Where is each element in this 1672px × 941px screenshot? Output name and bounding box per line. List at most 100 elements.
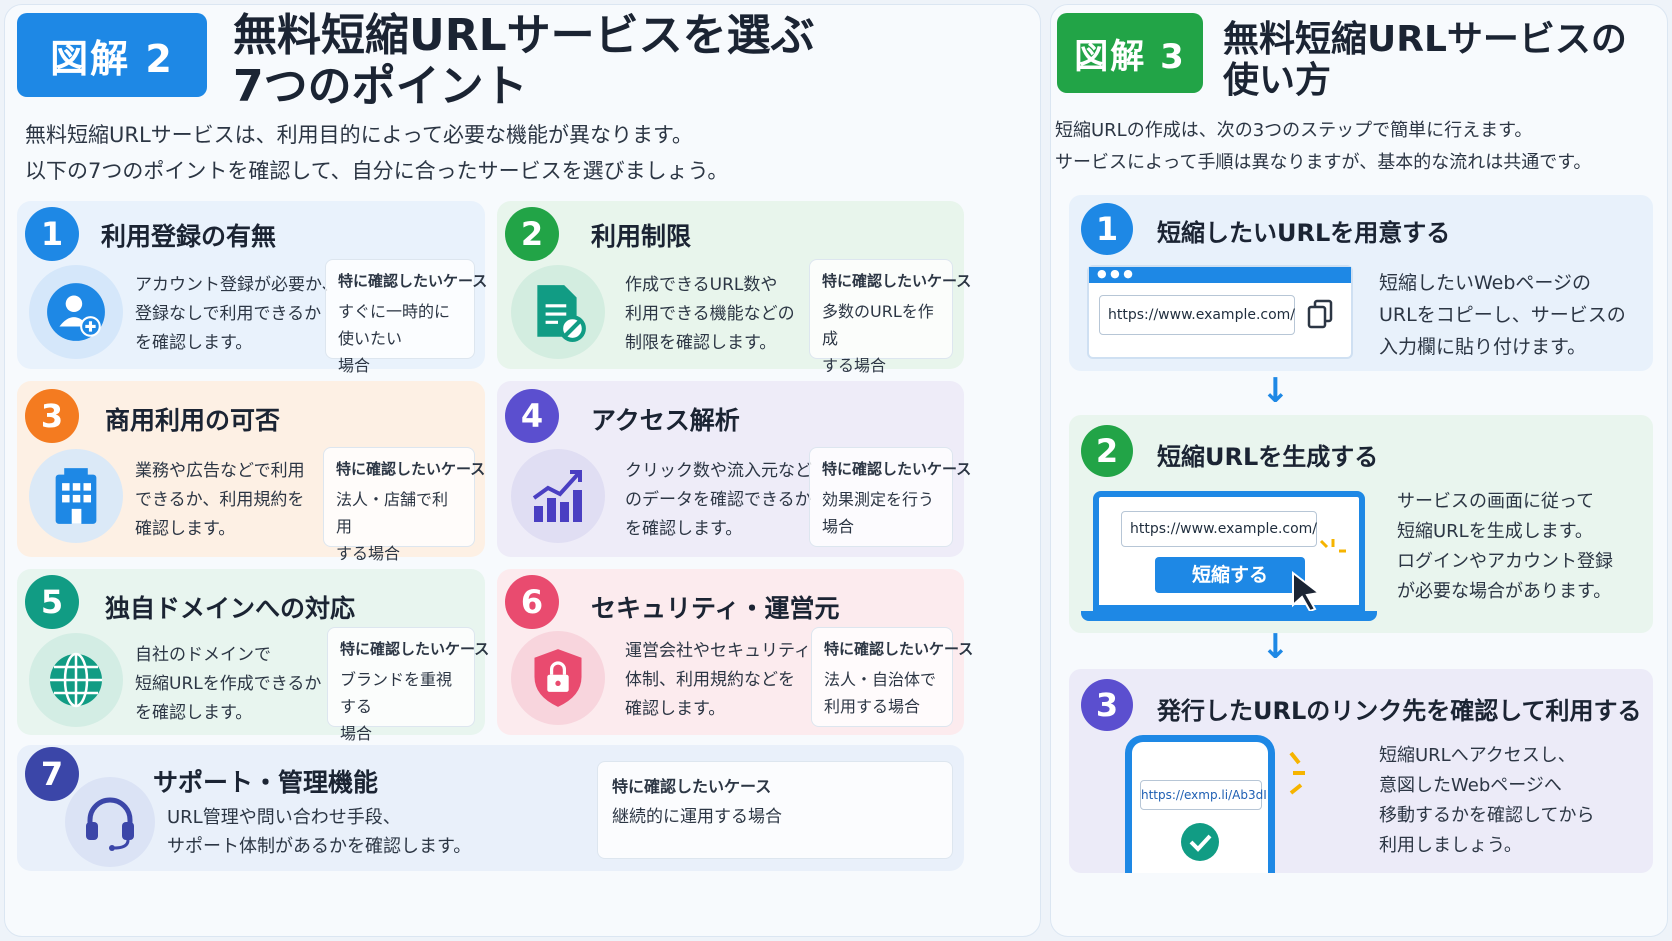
number-badge: 1	[1081, 203, 1133, 255]
card-description: アカウント登録が必要か、 登録なしで利用できるか を確認します。	[135, 275, 339, 353]
case-text: 多数のURLを作成 する場合	[822, 302, 934, 375]
card-title: 商用利用の可否	[105, 406, 281, 435]
cursor-icon	[1289, 570, 1325, 615]
smartphone: https://exmp.li/Ab3dI	[1125, 735, 1275, 873]
number-badge: 5	[25, 575, 79, 629]
case-box: 特に確認したいケース すぐに一時的に使いたい 場合	[325, 259, 488, 375]
title-line-2: 使い方	[1223, 60, 1332, 102]
case-box: 特に確認したいケース ブランドを重視する 場合	[327, 627, 490, 743]
title-line-2: 7つのポイント	[233, 60, 528, 112]
card-description: 作成できるURL数や 利用できる機能などの 制限を確認します。	[625, 275, 795, 353]
figure-title: 無料短縮URLサービスを選ぶ 7つのポイント	[233, 10, 815, 112]
analytics-chart-icon	[511, 449, 605, 543]
card-description: クリック数や流入元など のデータを確認できるか を確認します。	[625, 461, 812, 539]
card-title: アクセス解析	[591, 406, 740, 435]
url-input[interactable]: https://www.example.com/	[1121, 511, 1317, 547]
point-card-7: 7 サポート・管理機能 URL管理や問い合わせ手段、 サポート体制があるかを確認…	[17, 745, 964, 871]
step-description: サービスの画面に従って 短縮URLを生成します。 ログインやアカウント登録 が必…	[1397, 491, 1613, 602]
case-text: すぐに一時的に使いたい 場合	[338, 302, 451, 375]
card-description: 運営会社やセキュリティ 体制、利用規約などを 確認します。	[625, 641, 811, 719]
figure-badge: 図解 2	[17, 13, 207, 97]
user-add-icon	[29, 265, 123, 359]
step-1: 1 短縮したいURLを用意する ● ● ● https://www.exampl…	[1069, 195, 1653, 371]
globe-icon	[29, 633, 123, 727]
intro-line-1: 短縮URLの作成は、次の3つのステップで簡単に行えます。	[1055, 120, 1533, 141]
laptop-screen: https://www.example.com/ 短縮する	[1093, 491, 1365, 613]
title-line-1: 無料短縮URLサービスの	[1223, 19, 1627, 60]
points-panel: 図解 2 無料短縮URLサービスを選ぶ 7つのポイント 無料短縮URLサービスは…	[4, 4, 1041, 937]
card-description: URL管理や問い合わせ手段、 サポート体制があるかを確認します。	[167, 807, 472, 857]
intro-line-2: サービスによって手順は異なりますが、基本的な流れは共通です。	[1055, 152, 1592, 173]
case-text: 継続的に運用する場合	[612, 807, 782, 827]
arrow-down-icon: ↓	[1261, 371, 1290, 411]
point-card-4: 4 アクセス解析 クリック数や流入元など のデータを確認できるか を確認します。…	[497, 381, 972, 557]
document-blocked-icon	[511, 265, 605, 359]
case-label: 特に確認したいケース	[822, 272, 972, 290]
step-3: 3 発行したURLのリンク先を確認して利用する https://exmp.li/…	[1069, 669, 1653, 873]
number-badge: 1	[25, 207, 79, 261]
step-description: 短縮URLへアクセスし、 意図したWebページへ 移動するかを確認してから 利用…	[1379, 745, 1595, 856]
case-label: 特に確認したいケース	[822, 460, 972, 478]
case-box: 特に確認したいケース 法人・自治体で 利用する場合	[811, 627, 974, 727]
point-card-6: 6 セキュリティ・運営元 運営会社やセキュリティ 体制、利用規約などを 確認しま…	[497, 569, 974, 735]
case-label: 特に確認したいケース	[612, 777, 772, 796]
step-description: 短縮したいWebページの URLをコピーし、サービスの 入力欄に貼り付けます。	[1379, 272, 1626, 358]
case-box: 特に確認したいケース 継続的に運用する場合	[597, 761, 953, 859]
number-badge: 4	[505, 389, 559, 443]
arrow-down-icon: ↓	[1261, 627, 1290, 667]
point-card-1: 1 利用登録の有無 アカウント登録が必要か、 登録なしで利用できるか を確認しま…	[17, 201, 488, 375]
click-sparkle-icon	[1317, 537, 1347, 571]
case-label: 特に確認したいケース	[824, 640, 974, 658]
laptop-base	[1081, 611, 1377, 621]
step-2: 2 短縮URLを生成する https://www.example.com/ 短縮…	[1069, 415, 1653, 633]
intro-text: 無料短縮URLサービスは、利用目的によって必要な機能が異なります。 以下の7つの…	[25, 117, 728, 189]
point-card-3: 3 商用利用の可否 業務や広告などで利用 できるか、利用規約を 確認します。 特…	[17, 381, 486, 563]
case-label: 特に確認したいケース	[336, 460, 486, 478]
usage-panel: 図解 3 無料短縮URLサービスの 使い方 短縮URLの作成は、次の3つのステッ…	[1050, 4, 1668, 937]
number-badge: 6	[505, 575, 559, 629]
case-box: 特に確認したいケース 効果測定を行う 場合	[809, 447, 972, 547]
shorten-button[interactable]: 短縮する	[1155, 557, 1305, 593]
card-title: セキュリティ・運営元	[591, 594, 840, 623]
check-circle-icon	[1180, 822, 1220, 866]
notify-sparkle-icon	[1287, 749, 1321, 803]
short-url-field[interactable]: https://exmp.li/Ab3dI	[1140, 780, 1267, 810]
step-title: 短縮URLを生成する	[1157, 443, 1379, 471]
case-label: 特に確認したいケース	[340, 640, 490, 658]
case-text: 効果測定を行う 場合	[822, 490, 935, 536]
number-badge: 7	[25, 747, 79, 801]
case-text: ブランドを重視する 場合	[340, 670, 453, 743]
case-label: 特に確認したいケース	[338, 272, 488, 290]
number-badge: 2	[1081, 425, 1133, 477]
point-card-2: 2 利用制限 作成できるURL数や 利用できる機能などの 制限を確認します。 特…	[497, 201, 972, 375]
card-title: サポート・管理機能	[153, 768, 379, 797]
intro-text: 短縮URLの作成は、次の3つのステップで簡単に行えます。 サービスによって手順は…	[1055, 115, 1591, 179]
card-title: 利用制限	[591, 222, 692, 251]
card-description: 業務や広告などで利用 できるか、利用規約を 確認します。	[135, 461, 305, 539]
intro-line-1: 無料短縮URLサービスは、利用目的によって必要な機能が異なります。	[25, 123, 693, 147]
figure-title: 無料短縮URLサービスの 使い方	[1223, 19, 1627, 102]
figure-badge: 図解 3	[1057, 13, 1203, 93]
number-badge: 2	[505, 207, 559, 261]
building-icon	[29, 449, 123, 543]
step-title: 短縮したいURLを用意する	[1157, 219, 1451, 247]
card-description: 自社のドメインで 短縮URLを作成できるか を確認します。	[135, 645, 322, 723]
case-box: 特に確認したいケース 多数のURLを作成 する場合	[809, 259, 972, 375]
card-title: 利用登録の有無	[101, 222, 277, 251]
number-badge: 3	[1081, 679, 1133, 731]
step-title: 発行したURLのリンク先を確認して利用する	[1157, 697, 1642, 725]
url-input[interactable]: https://www.example.com/	[1099, 295, 1295, 335]
number-badge: 3	[25, 389, 79, 443]
title-line-1: 無料短縮URLサービスを選ぶ	[233, 10, 815, 61]
browser-window: ● ● ● https://www.example.com/	[1087, 265, 1353, 359]
browser-titlebar: ● ● ●	[1089, 267, 1351, 283]
headset-icon	[65, 777, 155, 867]
case-box: 特に確認したいケース 法人・店舗で利用 する場合	[323, 447, 486, 563]
point-card-5: 5 独自ドメインへの対応 自社のドメインで 短縮URLを作成できるか を確認しま…	[17, 569, 490, 743]
intro-line-2: 以下の7つのポイントを確認して、自分に合ったサービスを選びましょう。	[25, 159, 729, 183]
card-title: 独自ドメインへの対応	[105, 594, 356, 623]
case-text: 法人・自治体で 利用する場合	[824, 670, 937, 716]
shield-lock-icon	[511, 631, 605, 725]
copy-icon[interactable]	[1307, 299, 1333, 333]
case-text: 法人・店舗で利用 する場合	[336, 490, 449, 563]
